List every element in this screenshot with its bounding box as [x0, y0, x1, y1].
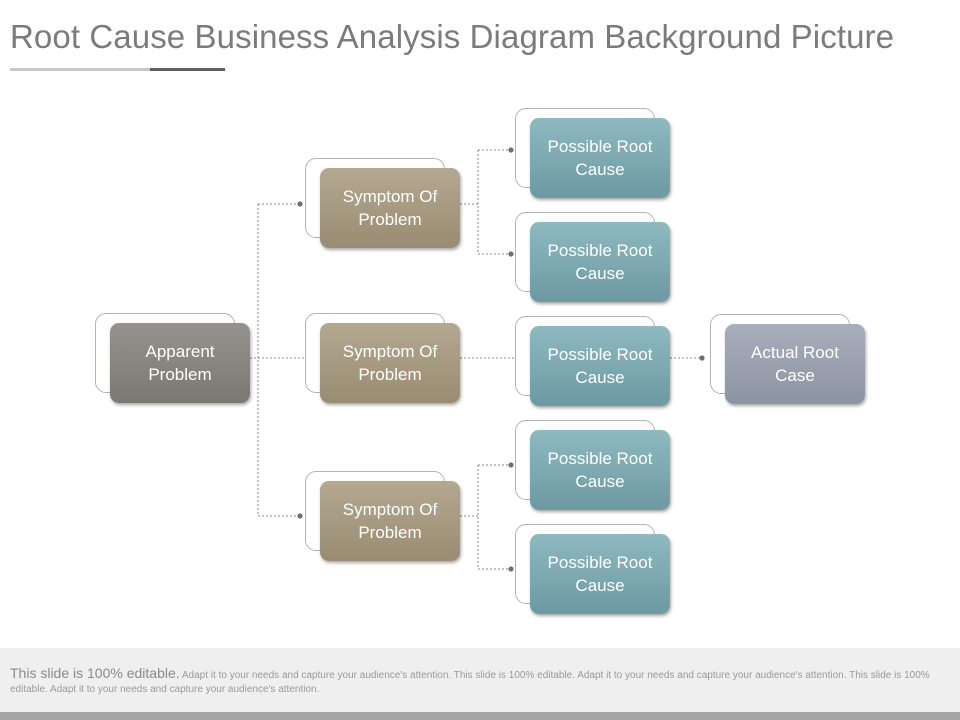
footer-panel: This slide is 100% editable. Adapt it to…	[0, 648, 960, 712]
page-title: Root Cause Business Analysis Diagram Bac…	[10, 18, 895, 55]
apparent-problem-label: Apparent Problem	[110, 323, 250, 403]
symptom-label: Symptom Of Problem	[320, 323, 460, 403]
actual-root-label: Actual Root Case	[725, 324, 865, 404]
footer-body: Adapt it to your needs and capture your …	[10, 670, 930, 695]
possible-cause-label: Possible Root Cause	[530, 430, 670, 510]
bottom-bar	[0, 712, 960, 720]
possible-cause-label: Possible Root Cause	[530, 222, 670, 302]
title-underline-dark	[150, 68, 225, 71]
symptom-label: Symptom Of Problem	[320, 481, 460, 561]
possible-cause-label: Possible Root Cause	[530, 534, 670, 614]
possible-cause-label: Possible Root Cause	[530, 118, 670, 198]
symptom-label: Symptom Of Problem	[320, 168, 460, 248]
footer-text: This slide is 100% editable. Adapt it to…	[10, 666, 940, 697]
title-underline-light	[10, 68, 150, 71]
connector-lines	[250, 147, 705, 572]
possible-cause-label: Possible Root Cause	[530, 326, 670, 406]
footer-lead: This slide is 100% editable.	[10, 665, 180, 681]
